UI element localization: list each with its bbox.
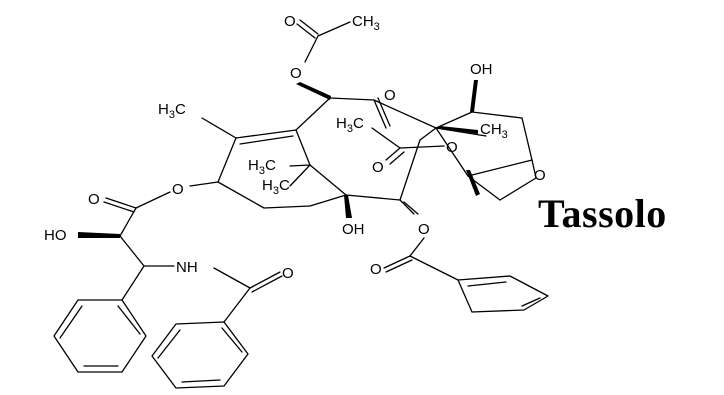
atom-oh-bottom: OH bbox=[342, 221, 365, 238]
atom-o-carbonyl-side-chain: O bbox=[88, 191, 100, 208]
atom-o-carbonyl-top: O bbox=[284, 13, 296, 30]
oh-top-right: OH bbox=[435, 61, 533, 161]
atom-o-oxetane: O bbox=[534, 167, 546, 184]
ketone: O bbox=[373, 87, 396, 129]
atom-oh-top-right: OH bbox=[470, 61, 493, 78]
atom-o-ketone: O bbox=[384, 87, 396, 104]
atom-methyl-right: CH3 bbox=[480, 121, 508, 141]
atom-methyl-left: H3C bbox=[158, 101, 186, 121]
atom-o-ester-top: O bbox=[290, 65, 302, 82]
atom-gem-methyl-1: H3C bbox=[248, 157, 276, 177]
atom-o-carbonyl-mid: O bbox=[372, 159, 384, 176]
atom-nh: NH bbox=[176, 259, 198, 276]
acetyl-group-top: O CH3 O bbox=[284, 13, 380, 100]
gem-dimethyl: H3C H3C bbox=[248, 157, 311, 197]
atom-ch3-acetyl-top: CH3 bbox=[352, 13, 380, 33]
phenyl-ring-amide bbox=[151, 287, 251, 389]
atom-o-amide: O bbox=[282, 265, 294, 282]
cyclohexene-ring: H3C bbox=[158, 101, 347, 209]
diagram-title: Tassolo bbox=[538, 191, 667, 236]
side-chain-ester: O O HO NH O bbox=[44, 181, 294, 301]
atom-o-ester-side-chain: O bbox=[172, 181, 184, 198]
phenyl-ring-left bbox=[53, 299, 147, 373]
atom-acetyl-mid-ch3: H3C bbox=[336, 115, 364, 135]
acetyl-group-middle: H3C O O CH3 bbox=[336, 115, 508, 176]
benzoate-group: O O bbox=[370, 199, 549, 313]
atom-ho-side-chain: HO bbox=[44, 227, 67, 244]
oh-bottom: OH bbox=[342, 195, 365, 238]
atom-gem-methyl-2: H3C bbox=[262, 177, 290, 197]
oxetane-ring: O bbox=[435, 127, 546, 201]
atom-o-ester-mid: O bbox=[446, 139, 458, 156]
atom-o-carbonyl-benzoate: O bbox=[370, 261, 382, 278]
atom-o-ester-benzoate: O bbox=[418, 221, 430, 238]
core-ring bbox=[295, 97, 487, 201]
